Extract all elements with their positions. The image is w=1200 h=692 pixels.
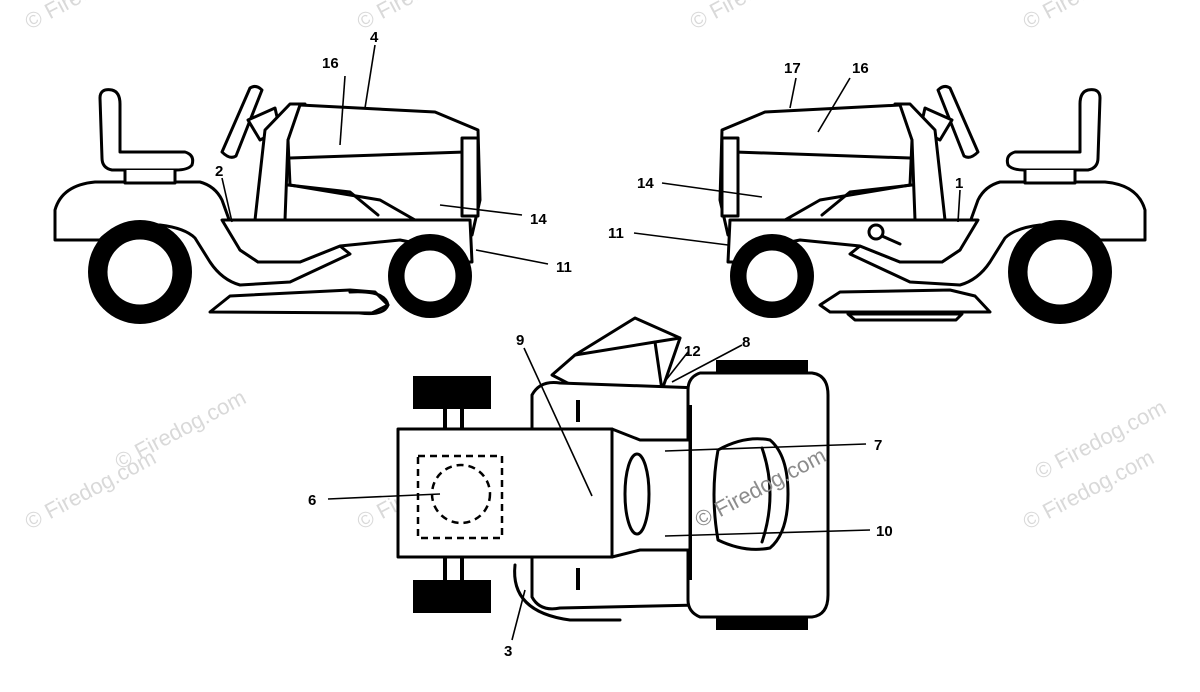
tractor-left-side-view: 16 4 2 14 11	[53, 29, 572, 324]
seat-base	[1023, 168, 1077, 185]
callout-9: 9	[516, 332, 524, 349]
deck-lobe	[513, 563, 622, 622]
steering-wheel	[936, 84, 980, 159]
grille	[720, 136, 740, 218]
deck-chute	[348, 290, 390, 316]
callout-12: 12	[684, 343, 701, 360]
hood-side-line	[820, 183, 914, 217]
watermark: © Firedog.com	[111, 384, 250, 474]
mower-deck	[208, 288, 390, 315]
callout-14: 14	[637, 175, 654, 192]
callout-6: 6	[308, 492, 316, 509]
callout-3: 3	[504, 643, 512, 660]
front-tire-left	[413, 376, 491, 409]
hood-side-line	[286, 183, 380, 217]
rear-tire-top	[716, 360, 808, 374]
steering-wheel	[623, 452, 651, 536]
callout-2: 2	[215, 163, 223, 180]
watermark: © Firedog.com	[21, 0, 160, 34]
lift-lever	[880, 234, 902, 246]
callout-7: 7	[874, 437, 882, 454]
tractor-right-side-view: 17 16 14 11 1	[608, 60, 1147, 324]
rear-tire-bottom	[716, 616, 808, 630]
mower-deck	[818, 288, 992, 314]
hood-crease	[288, 150, 467, 160]
steering-wheel	[220, 84, 264, 159]
callout-11: 11	[556, 259, 572, 276]
seat-base	[123, 168, 177, 185]
tractor-top-view: 9 12 8 7 6 10 3	[308, 316, 893, 660]
seat	[1005, 88, 1102, 172]
callout-17: 17	[784, 60, 801, 77]
grille	[460, 136, 480, 218]
callout-16: 16	[852, 60, 869, 77]
callout-4: 4	[370, 29, 379, 46]
front-tire-right	[413, 580, 491, 613]
watermark: © Firedog.com	[686, 0, 825, 34]
seat	[98, 88, 195, 172]
lift-lever-knob	[867, 223, 885, 241]
callout-8: 8	[742, 334, 750, 351]
callout-1: 1	[955, 175, 963, 192]
callout-11: 11	[608, 225, 624, 242]
callout-16: 16	[322, 55, 339, 72]
frame	[726, 218, 980, 264]
callout-10: 10	[876, 523, 893, 540]
chute-fold	[653, 340, 664, 392]
hood-crease	[733, 150, 912, 160]
callout-14: 14	[530, 211, 547, 228]
engine-decal-area	[416, 454, 504, 540]
watermark: © Firedog.com	[1019, 0, 1158, 34]
frame	[220, 218, 474, 264]
deck-skirt	[846, 312, 964, 322]
hood	[396, 427, 614, 559]
